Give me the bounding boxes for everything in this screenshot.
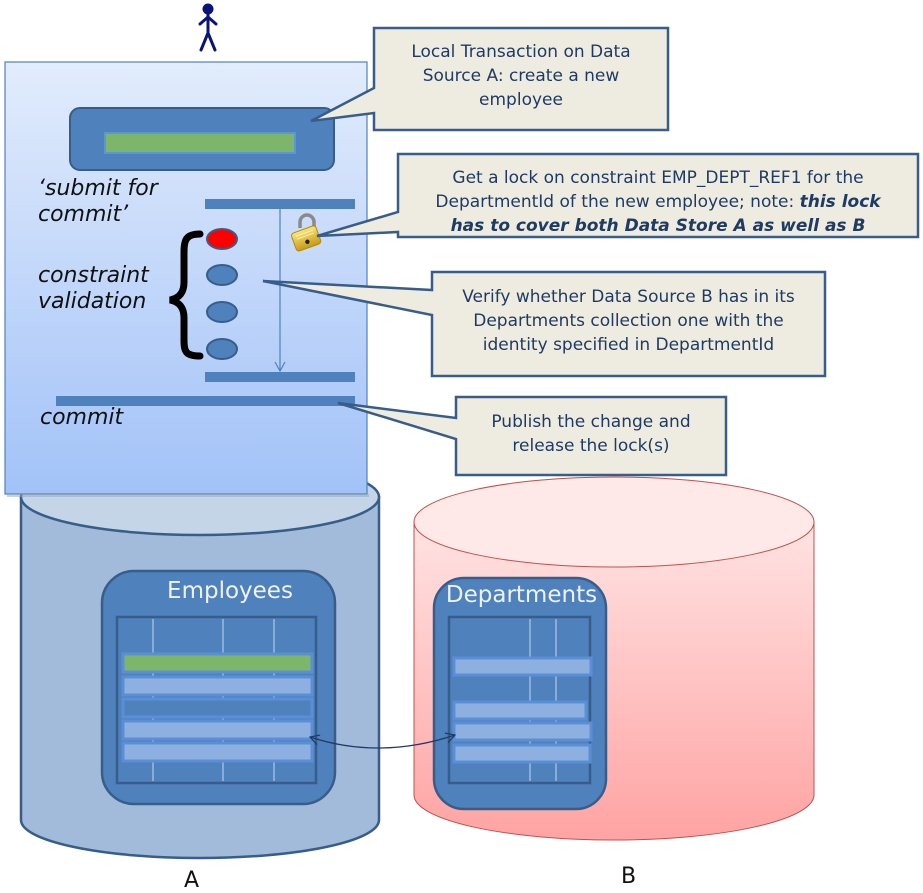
department-row	[452, 700, 588, 721]
callout-publish-shape	[337, 395, 728, 477]
constraint-check-4	[206, 338, 238, 360]
commit-bar	[56, 396, 355, 406]
callout-text-span: DepartmentId of the new employee; note:	[435, 192, 800, 212]
employees-title: Employees	[167, 578, 293, 604]
department-row	[452, 656, 593, 677]
callout-line: Get a lock on constraint EMP_DEPT_REF1 f…	[452, 168, 864, 188]
submit-label-line2: commit’	[38, 202, 129, 227]
person-icon	[198, 3, 218, 52]
department-row	[452, 721, 593, 742]
employee-row	[121, 697, 314, 719]
callout-line: has to cover both Data Store A as well a…	[400, 214, 916, 238]
callout-local-transaction: Local Transaction on Data Source A: crea…	[376, 40, 666, 112]
callout-line: Publish the change and	[491, 412, 691, 432]
validation-end-bar	[205, 372, 355, 382]
constraint-checks	[206, 228, 238, 360]
employee-row	[121, 741, 314, 763]
callout-line: release the lock(s)	[512, 436, 670, 456]
cylinder-b-top	[413, 476, 815, 568]
callout-publish: Publish the change and release the lock(…	[458, 410, 724, 458]
employee-row	[121, 675, 314, 697]
callout-emphasis: has to cover both Data Store A as well a…	[450, 216, 866, 236]
submit-bar	[205, 199, 355, 209]
callout-local-transaction-shape	[310, 26, 670, 132]
callout-emphasis: this lock	[799, 192, 881, 212]
constraint-check-3	[206, 301, 238, 323]
constraint-check-2	[206, 264, 238, 286]
employee-row	[121, 652, 314, 674]
submit-label-line1: ‘submit for	[38, 176, 158, 201]
lock-icon	[291, 213, 322, 252]
validation-label-line2: validation	[38, 289, 147, 314]
callout-verify: Verify whether Data Source B has in its …	[434, 285, 823, 357]
employee-row	[121, 719, 314, 741]
departments-collection	[432, 576, 608, 811]
departments-title: Departments	[445, 582, 598, 608]
department-row	[452, 743, 592, 764]
validation-label-line1: constraint	[38, 263, 149, 288]
callout-line: Local Transaction on Data	[411, 42, 631, 62]
callout-line: employee	[479, 90, 563, 110]
constraint-validation-label: constraint validation	[38, 263, 149, 315]
callout-line: DepartmentId of the new employee; note: …	[400, 190, 916, 214]
callout-line: Verify whether Data Source B has in its	[462, 287, 795, 307]
callout-line: identity specified in DepartmentId	[482, 335, 775, 355]
callout-line: Departments collection one with the	[473, 311, 784, 331]
callout-get-lock-shape	[316, 152, 920, 239]
validation-brace	[169, 230, 204, 360]
store-b-label: B	[621, 864, 637, 889]
callout-line: Source A: create a new	[422, 66, 620, 86]
submit-for-commit-label: ‘submit for commit’	[38, 176, 158, 228]
commit-label: commit	[40, 405, 124, 430]
constraint-check-1	[206, 228, 238, 250]
callout-get-lock: Get a lock on constraint EMP_DEPT_REF1 f…	[400, 166, 916, 238]
new-employee-input[interactable]	[104, 132, 296, 154]
foreign-key-reference-arrow	[308, 732, 457, 749]
store-a-label: A	[184, 868, 200, 893]
callout-verify-shape	[262, 270, 827, 378]
employees-collection	[100, 569, 337, 806]
